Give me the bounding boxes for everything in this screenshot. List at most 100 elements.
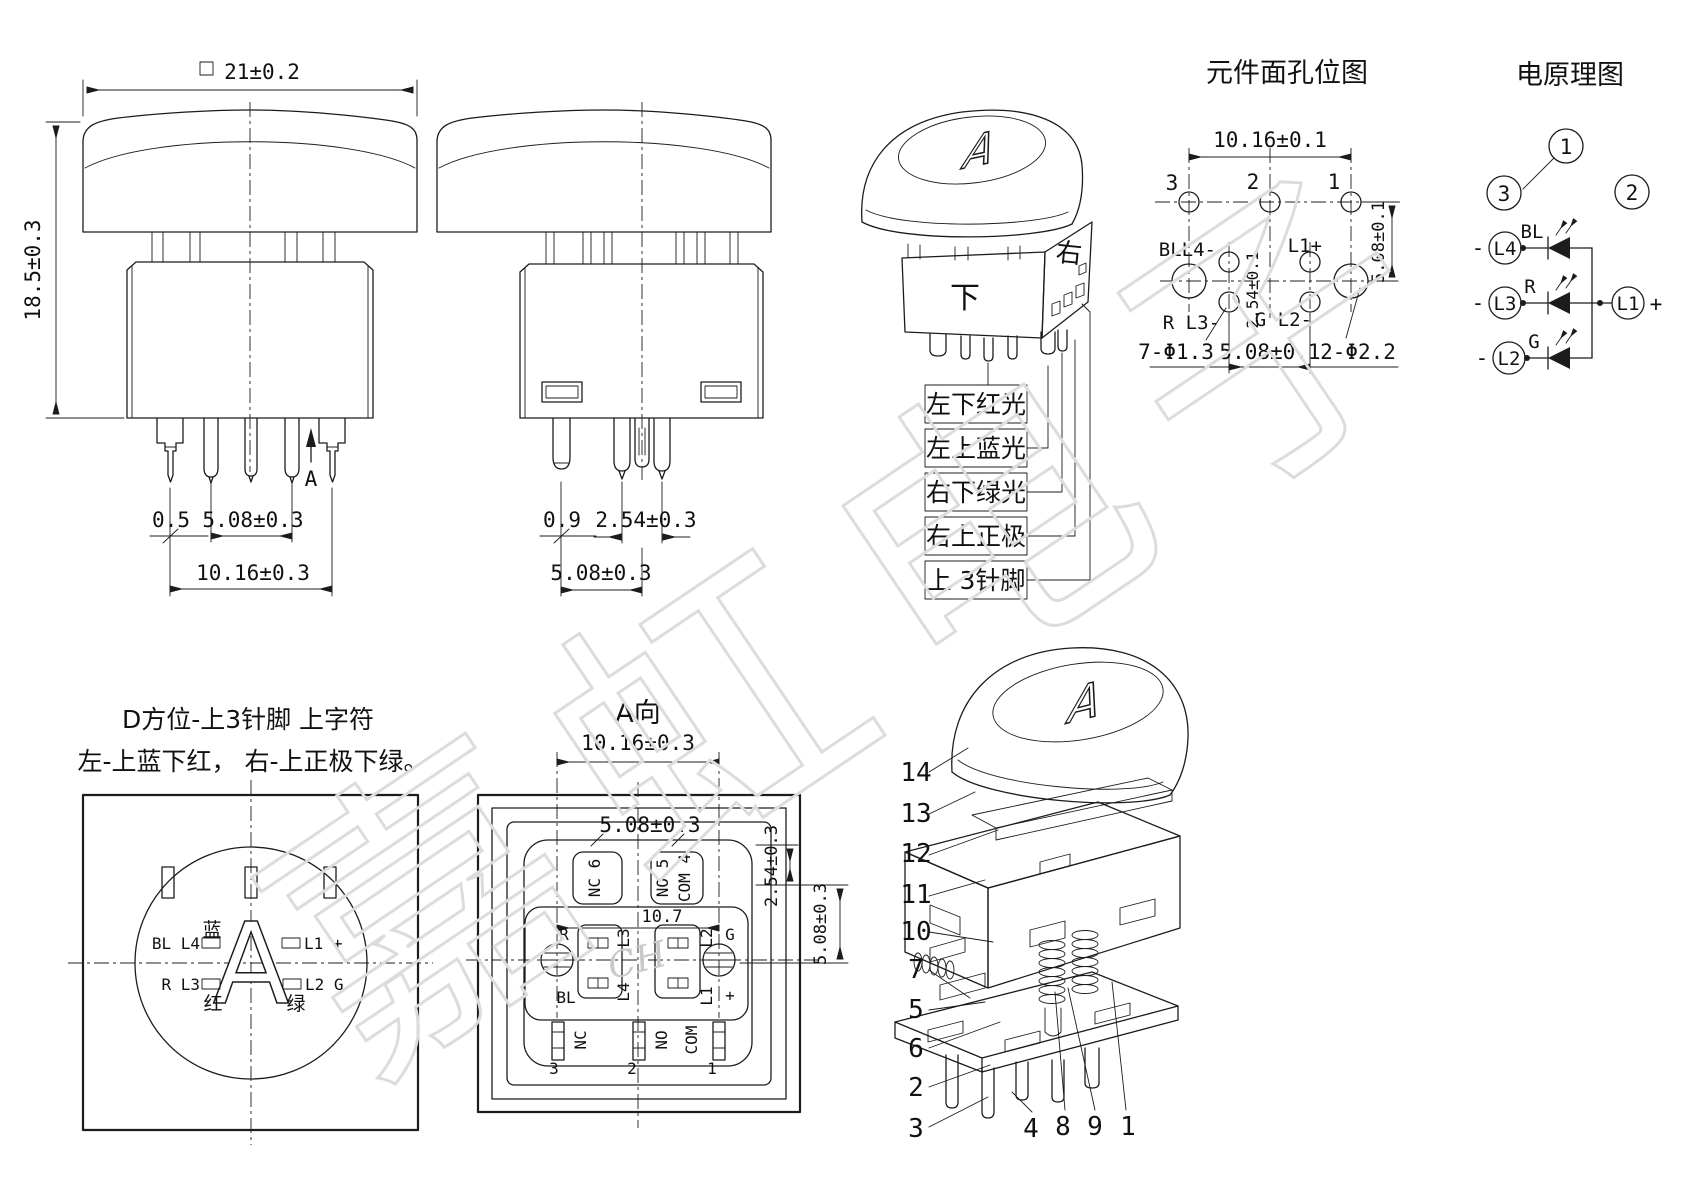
label-l2: L2 — [697, 928, 716, 947]
led-icon — [1548, 347, 1570, 369]
iso-cap — [861, 109, 1084, 225]
front-pin-width-dim: 0.5 — [152, 508, 190, 532]
hole-label-rl3: R L3- — [1163, 312, 1220, 334]
label-l3: L3 — [614, 928, 633, 947]
well-nc6 — [572, 851, 623, 905]
label-bl-l4: BL L4 — [152, 934, 200, 953]
part-numbers-bottom: 4 8 9 1 — [1023, 1112, 1136, 1144]
side-slot-left — [541, 381, 583, 403]
led-window-bl — [201, 937, 221, 949]
hole-right-dim: 5.08±0.1 — [1369, 201, 1389, 283]
springs — [913, 930, 1099, 1037]
part-numbers-left: 14 13 12 11 10 7 5 6 2 3 — [900, 758, 931, 1144]
bottom-number-2: 2 — [627, 1059, 637, 1078]
side-body — [519, 263, 764, 419]
terminal-l2: L2 — [1498, 348, 1521, 370]
circuit-schematic: 电原理图 1 3 2 - L4 BL - L3 R - L2 — [1472, 60, 1662, 375]
orientation-note: D方位-上3针脚 上字符 左-上蓝下红， 右-上正极下绿。 — [78, 705, 429, 776]
node-2-circle — [1614, 174, 1650, 210]
side-slot-right — [700, 381, 742, 403]
label-r-l3: R L3 — [161, 975, 200, 994]
hole-large-left — [1171, 263, 1207, 299]
top-view-outline — [81, 793, 420, 1132]
hole-large-right — [1333, 263, 1369, 299]
square-symbol — [199, 61, 214, 76]
terminal-l1: L1 — [1617, 293, 1640, 315]
part-14: 14 — [900, 758, 931, 788]
note-line1: D方位-上3针脚 上字符 — [122, 705, 374, 734]
isometric-view: A 下 右 左下红光 左上蓝光 右下绿光 右上正极 上 3针脚 — [861, 109, 1093, 600]
part-13: 13 — [900, 799, 931, 829]
screw-boss-right — [702, 943, 736, 977]
led-row-l2: - L2 G — [1476, 328, 1593, 375]
label-blue: 蓝 — [202, 919, 221, 941]
hole-label-bll4: BLL4- — [1159, 239, 1216, 261]
hole-map-top-dim: 10.16±0.1 — [1213, 128, 1327, 152]
led-window-g — [282, 978, 302, 990]
side-span-dim: 5.08±0.3 — [550, 561, 651, 585]
hole-number-3: 3 — [1166, 171, 1179, 195]
led-window-r — [201, 978, 221, 990]
view-a-right-small-dim: 2.54±0.3 — [762, 825, 782, 907]
iso-face-right-label: 右 — [1054, 238, 1083, 271]
node-1-circle — [1548, 128, 1584, 164]
led-color-bl: BL — [1521, 221, 1544, 243]
bottom-terminals — [551, 1021, 726, 1061]
node-3-label: 3 — [1498, 182, 1511, 206]
part-3: 3 — [908, 1114, 924, 1144]
note-line2: 左-上蓝下红， 右-上正极下绿。 — [78, 747, 429, 776]
view-a-arrow-label: A — [305, 467, 318, 491]
label-bl: BL — [556, 988, 575, 1007]
bottom-label-no: NO — [652, 1030, 671, 1049]
view-a-arrow-icon — [306, 428, 316, 463]
keyway-left — [161, 866, 175, 899]
hole-1 — [1340, 191, 1362, 213]
front-body — [126, 261, 374, 419]
led-window-l1 — [281, 937, 301, 949]
front-view: 21±0.2 18.5±0.3 A 0.5 5.08±0.3 10.16±0.3 — [21, 60, 418, 597]
label-red: 红 — [203, 993, 222, 1015]
slot-nc6-label: NC 6 — [585, 859, 604, 898]
terminal-l4: L4 — [1494, 238, 1517, 260]
callout-positive: 右上正极 — [926, 522, 1026, 551]
side-view: 0.9 2.54±0.3 5.08±0.3 — [436, 102, 772, 597]
label-l4: L4 — [614, 982, 633, 1001]
terminal-l3: L3 — [1494, 293, 1517, 315]
hole-position-map: 元件面孔位图 10.16±0.1 3 2 1 BLL4- L1+ R L3- G… — [1138, 58, 1400, 374]
node-1-label: 1 — [1560, 135, 1573, 159]
part-8: 8 — [1055, 1112, 1071, 1142]
hole-rl3 — [1218, 291, 1240, 313]
part-2: 2 — [908, 1073, 924, 1103]
led-color-g: G — [1528, 331, 1539, 353]
bottom-label-nc: NC — [571, 1030, 590, 1049]
keyway-center — [244, 866, 258, 899]
iso-cap-letter: A — [956, 119, 1005, 180]
top-view: A 蓝 BL L4 L1 + R L3 红 L2 G 绿 — [68, 780, 433, 1145]
side-pitch-dim: 2.54±0.3 — [595, 508, 696, 532]
minus-sign: - — [1472, 291, 1485, 315]
slot-com4-label: COM 4 — [675, 854, 694, 902]
front-span-dim: 10.16±0.3 — [196, 561, 310, 585]
hole-number-2: 2 — [1247, 170, 1260, 194]
bottom-label-com: COM — [682, 1026, 701, 1055]
view-a: A向 10.16±0.3 5.08±0.3 NC 6 NO 5 COM 4 10… — [466, 698, 849, 1128]
front-pitch-dim: 5.08±0.3 — [202, 508, 303, 532]
iso-callouts: 左下红光 左上蓝光 右下绿光 右上正极 上 3针脚 — [924, 384, 1028, 600]
minus-sign: - — [1476, 346, 1489, 370]
view-a-title: A向 — [615, 698, 660, 729]
part-6: 6 — [908, 1034, 924, 1064]
led-block-left — [577, 924, 623, 999]
callout-red: 左下红光 — [926, 390, 1026, 419]
top-view-letter: A — [213, 900, 290, 1030]
led-row-l3: - L3 R — [1472, 273, 1613, 320]
hole-gl2 — [1299, 291, 1321, 313]
hole-bottom-dim: 5.08±0.1 — [1219, 340, 1320, 364]
housing-top — [904, 801, 1181, 889]
part-5: 5 — [908, 995, 924, 1025]
label-g: G — [725, 925, 735, 944]
part-10: 10 — [900, 917, 931, 947]
label-plus: + — [725, 986, 735, 1005]
hole-2 — [1259, 191, 1281, 213]
small-holes-dim: 7-Φ1.3 — [1138, 340, 1214, 364]
hole-l1 — [1299, 251, 1321, 273]
